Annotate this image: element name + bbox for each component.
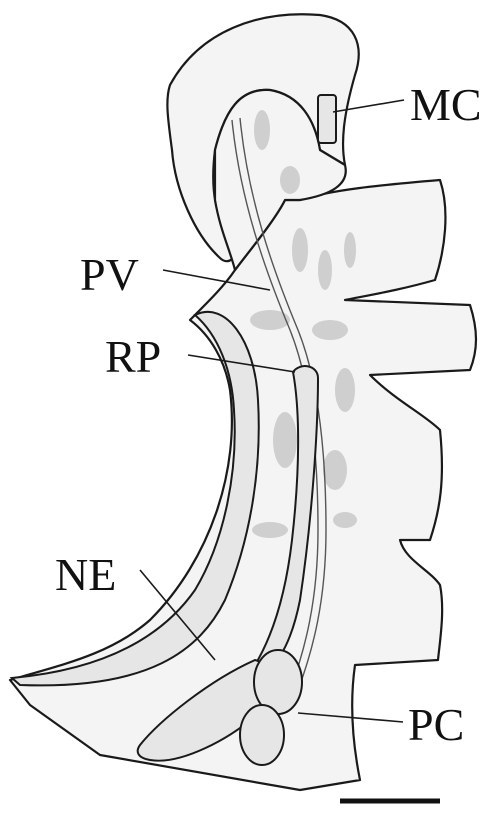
- shaded-region: [252, 522, 288, 538]
- label-pc: PC: [408, 699, 464, 750]
- shaded-region: [280, 166, 300, 194]
- shaded-region: [312, 320, 348, 340]
- label-pv: PV: [80, 249, 139, 300]
- shaded-region: [344, 232, 356, 268]
- label-ne: NE: [55, 549, 116, 600]
- shaded-region: [318, 250, 332, 290]
- shaded-region: [254, 110, 270, 150]
- shaded-region: [250, 310, 290, 330]
- label-mc: MC: [410, 79, 482, 130]
- shaded-region: [335, 368, 355, 412]
- mc-structure: [318, 95, 336, 143]
- shaded-region: [323, 450, 347, 490]
- shaded-region: [333, 512, 357, 528]
- shaded-region: [273, 412, 297, 468]
- label-rp: RP: [105, 331, 161, 382]
- pc-lower-lobe: [240, 705, 284, 765]
- shaded-region: [292, 228, 308, 272]
